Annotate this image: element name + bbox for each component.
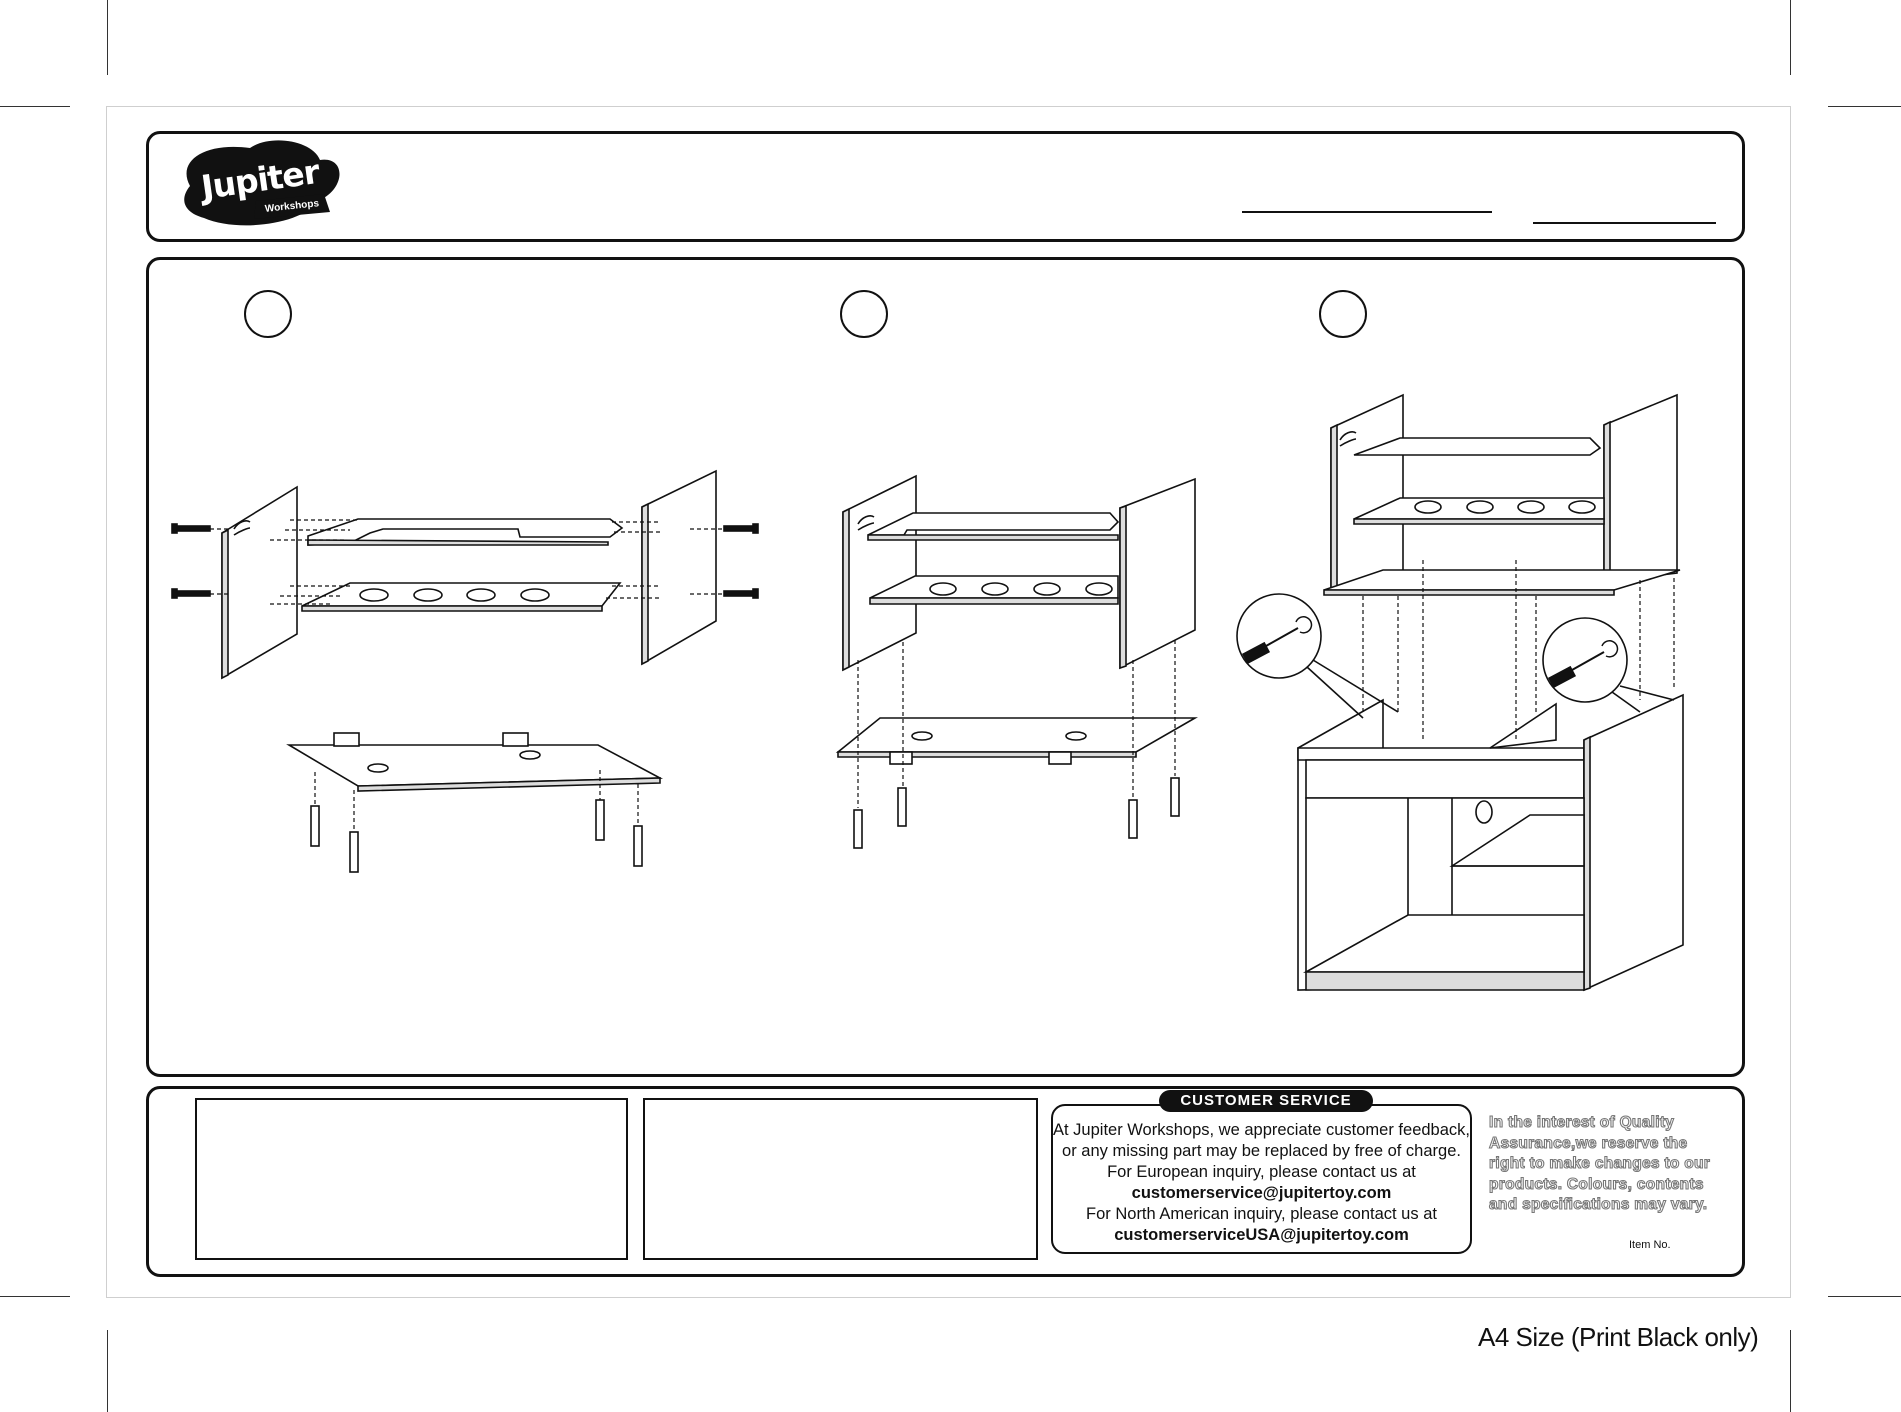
step-1-marker — [244, 290, 292, 338]
customer-service-box: CUSTOMER SERVICE At Jupiter Workshops, w… — [1051, 1090, 1472, 1254]
notice-line-5: and specifications may vary. — [1488, 1195, 1708, 1213]
footer-panel — [146, 1086, 1745, 1277]
item-number-label: Item No. — [1629, 1239, 1671, 1251]
crop-mark — [1790, 0, 1791, 75]
cs-line-1: At Jupiter Workshops, we appreciate cust… — [1053, 1121, 1470, 1139]
print-size-note: A4 Size (Print Black only) — [1478, 1322, 1759, 1352]
notice-line-3: right to make changes to our — [1488, 1154, 1711, 1172]
customer-service-title: CUSTOMER SERVICE — [1159, 1090, 1373, 1112]
step-3-marker — [1319, 290, 1367, 338]
crop-mark — [1828, 1296, 1901, 1297]
crop-mark — [0, 106, 70, 107]
notice-line-1: In the interest of Quality — [1488, 1113, 1675, 1131]
jupiter-logo-icon — [184, 140, 340, 226]
crop-mark — [1790, 1330, 1791, 1412]
step-2-marker — [840, 290, 888, 338]
header-panel — [146, 131, 1745, 242]
cs-line-5: For North American inquiry, please conta… — [1086, 1205, 1437, 1223]
crop-mark — [1828, 106, 1901, 107]
quality-notice: In the interest of Quality Assurance,we … — [1488, 1113, 1719, 1216]
screwdriver-icon — [1241, 616, 1619, 689]
page-sheet — [106, 106, 1791, 1298]
cs-email-usa[interactable]: customerserviceUSA@jupitertoy.com — [1114, 1226, 1409, 1244]
step-2-illustration — [835, 474, 1198, 849]
crop-mark — [107, 0, 108, 75]
title-underline — [1242, 211, 1492, 213]
notice-line-2: Assurance,we reserve the — [1488, 1134, 1688, 1152]
cs-line-2: or any missing part may be replaced by f… — [1062, 1142, 1461, 1160]
cs-line-3: For European inquiry, please contact us … — [1107, 1163, 1416, 1181]
crop-mark — [0, 1296, 70, 1297]
item-underline — [1533, 222, 1716, 224]
cs-email-europe[interactable]: customerservice@jupitertoy.com — [1131, 1184, 1392, 1202]
step-1-illustration — [171, 469, 759, 873]
step-3-illustration — [1236, 393, 1684, 992]
notice-line-4: products. Colours, contents — [1488, 1175, 1704, 1193]
blank-box-middle — [643, 1098, 1038, 1260]
crop-mark — [107, 1330, 108, 1412]
blank-box-left — [195, 1098, 628, 1260]
